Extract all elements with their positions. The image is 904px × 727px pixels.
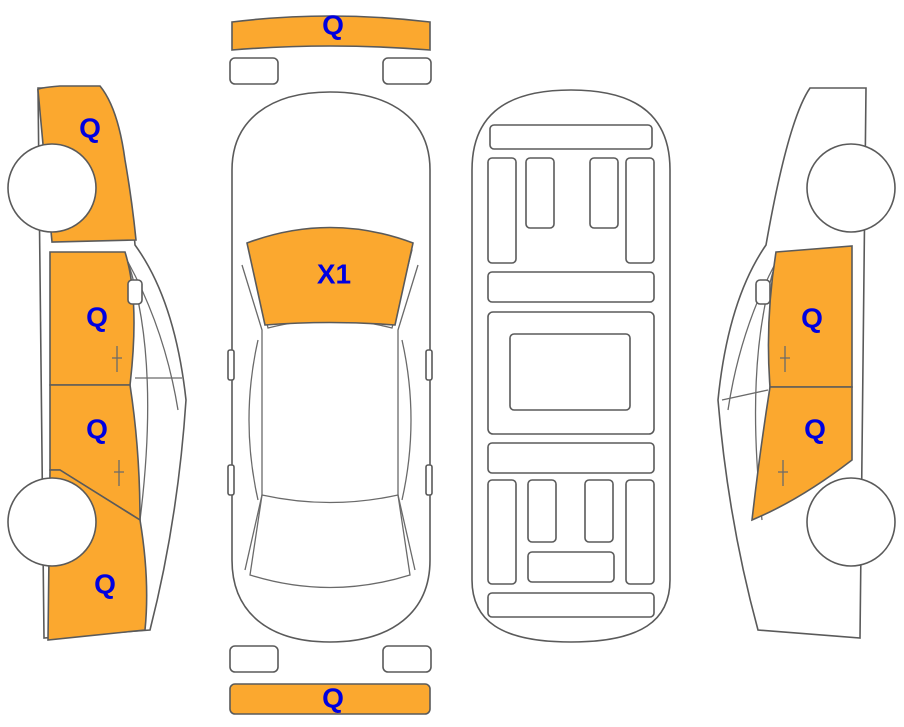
front-bumper-panel[interactable]	[231, 15, 431, 51]
front-right-light	[382, 57, 432, 85]
windshield-panel[interactable]	[246, 226, 414, 326]
right-rear-door-panel[interactable]	[751, 386, 853, 522]
car-underbody-view	[471, 89, 671, 643]
rear-left-light	[229, 645, 279, 673]
front-left-light	[229, 57, 279, 85]
rear-bumper-panel[interactable]	[229, 683, 431, 715]
right-front-door-code: Q	[801, 302, 823, 333]
front-bumper-code: Q	[322, 9, 344, 40]
left-rear-door-code: Q	[86, 413, 108, 444]
right-rear-wheel	[806, 477, 896, 567]
right-rear-door-code: Q	[804, 413, 826, 444]
right-door-handles	[755, 279, 790, 486]
left-rear-wheel	[7, 477, 97, 567]
left-door-handles	[112, 279, 143, 486]
right-front-wheel	[806, 143, 896, 233]
left-front-door-code: Q	[86, 301, 108, 332]
left-rear-quarter-code: Q	[94, 568, 116, 599]
car-top-view	[227, 91, 433, 643]
windshield-code: X1	[317, 258, 351, 289]
left-front-fender-code: Q	[79, 112, 101, 143]
rear-bumper-code: Q	[322, 682, 344, 713]
rear-right-light	[382, 645, 432, 673]
left-front-wheel	[7, 143, 97, 233]
